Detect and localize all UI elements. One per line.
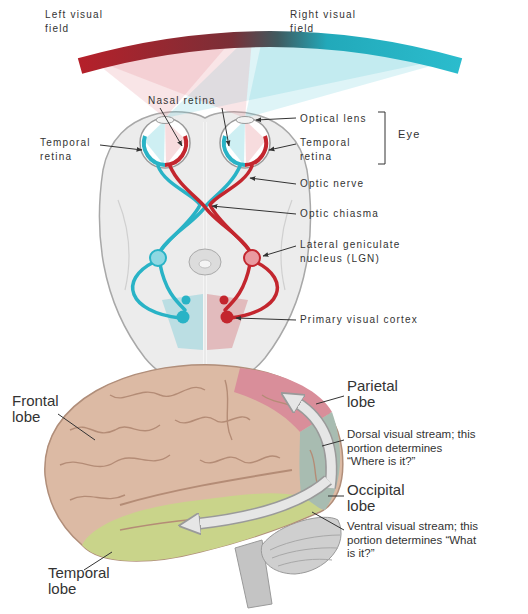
stream-note: Ventral visual stream; this portion dete… — [347, 520, 482, 561]
cerebrum — [45, 365, 343, 561]
visual-field-band — [80, 39, 460, 66]
lens — [236, 117, 254, 124]
leader-line — [316, 396, 344, 404]
eyeball — [220, 118, 270, 168]
ventral-stream-arrow — [196, 480, 328, 524]
optic-fiber — [158, 166, 240, 255]
leader-line — [322, 440, 344, 446]
eyes — [140, 117, 270, 169]
brain-ventral-view — [99, 112, 310, 380]
light-cone — [245, 120, 266, 165]
eye-bracket — [378, 112, 385, 164]
leader-line — [256, 118, 296, 120]
leader-line — [236, 318, 296, 320]
optic-fiber — [170, 166, 252, 255]
cortex-dot — [177, 311, 190, 324]
optic-fiber — [210, 166, 252, 255]
lobe-label: Temporal lobe — [48, 565, 128, 597]
field-label: Left visual field — [45, 8, 130, 36]
cortex-dot — [220, 296, 229, 305]
temporal-lobe-line — [118, 200, 129, 290]
cortex-dot — [221, 311, 234, 324]
temporal-retina — [245, 136, 266, 165]
leader-line — [250, 178, 296, 184]
midbrain-section — [189, 249, 221, 275]
light-cone — [224, 120, 245, 165]
leader-line — [100, 145, 142, 150]
cortex-dot — [182, 296, 191, 305]
midbrain-aqueduct — [199, 260, 211, 268]
lgn-nucleus — [244, 250, 260, 266]
lgn — [150, 250, 260, 266]
optic-pathway — [133, 166, 278, 318]
part-label: Optic chiasma — [300, 207, 430, 221]
eyeball — [140, 118, 190, 168]
ventral-stream-arrow — [196, 480, 328, 524]
brain-outline — [99, 112, 310, 380]
part-label: Lateral geniculate nucleus (LGN) — [300, 238, 435, 266]
light-cone — [144, 120, 165, 165]
leader-line — [160, 108, 182, 146]
lgn-nucleus — [150, 250, 166, 266]
leader-line — [222, 108, 229, 146]
cerebellum-folia — [270, 535, 340, 566]
field-label: Right visual field — [290, 8, 375, 36]
part-label: Temporal retina — [300, 136, 365, 164]
midline — [204, 122, 207, 366]
leader-lines — [58, 396, 344, 570]
leader-line — [312, 512, 344, 530]
bracket-label: Eye — [398, 127, 438, 141]
temporal-retina — [144, 136, 165, 165]
leader-line — [212, 206, 296, 214]
nasal-retina — [224, 136, 245, 165]
part-label: Optical lens — [300, 112, 410, 126]
part-label: Primary visual cortex — [300, 313, 510, 327]
lobe-label: Parietal lobe — [347, 378, 427, 410]
visual-cortex — [162, 294, 248, 350]
nasal-retina — [165, 136, 186, 165]
part-label: Nasal retina — [148, 94, 268, 108]
cortex-area — [207, 294, 248, 350]
stream-note: Dorsal visual stream; this portion deter… — [347, 428, 482, 469]
light-cone — [165, 120, 186, 165]
leader-line — [269, 144, 296, 150]
midline — [205, 122, 206, 366]
lobe-label: Occipital lobe — [347, 482, 427, 514]
lobe-label: Frontal lobe — [12, 393, 82, 425]
leader-line — [328, 496, 344, 497]
leader-line — [58, 414, 95, 440]
leader-line — [263, 246, 296, 256]
visual-streams — [196, 402, 331, 524]
cortex-area — [162, 294, 203, 350]
part-label: Temporal retina — [40, 136, 105, 164]
brain-lateral-view — [45, 365, 343, 608]
part-label: Optic nerve — [300, 177, 430, 191]
